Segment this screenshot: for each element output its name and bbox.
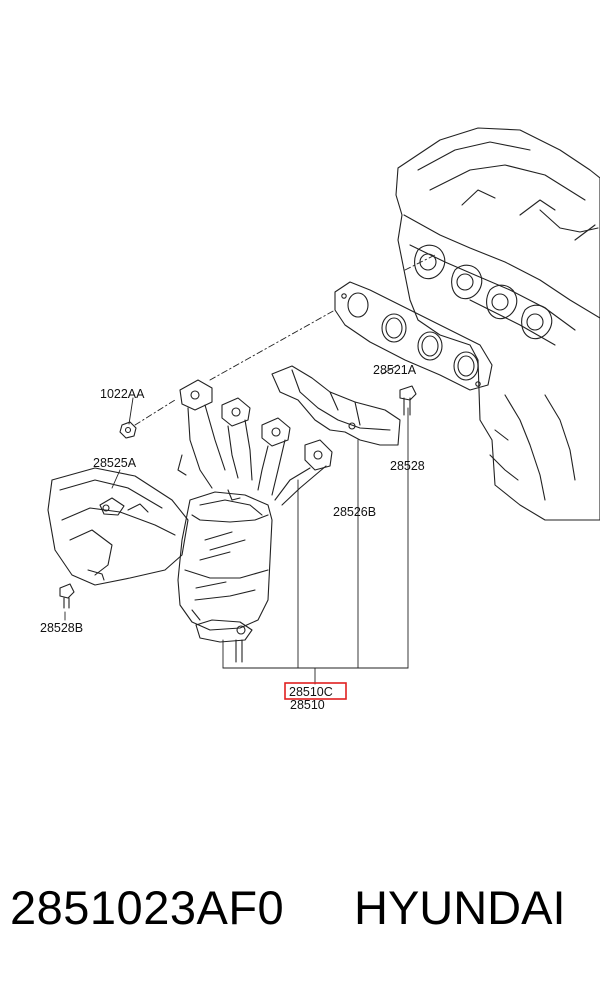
highlight-box bbox=[284, 682, 347, 700]
alignment-lines bbox=[134, 254, 436, 426]
leader-lines bbox=[64, 364, 409, 685]
part-number: 2851023AF0 bbox=[10, 881, 285, 934]
nut bbox=[119, 421, 137, 439]
bolt-left bbox=[59, 583, 75, 609]
label-gasket: 28521A bbox=[373, 363, 417, 377]
bolt-right bbox=[399, 385, 417, 416]
label-assembly: 28510 bbox=[290, 698, 325, 712]
label-bolt-left: 28528B bbox=[40, 621, 83, 635]
label-highlighted-part: 28510C bbox=[289, 685, 333, 699]
label-heat-protector-upper: 28526B bbox=[333, 505, 376, 519]
label-bolt-right: 28528 bbox=[390, 459, 425, 473]
heat-protector-upper bbox=[271, 365, 401, 446]
label-nut: 1022AA bbox=[100, 387, 145, 401]
engine-block-outline bbox=[395, 127, 600, 521]
label-heat-protector-lower: 28525A bbox=[93, 456, 137, 470]
brand-name: HYUNDAI bbox=[354, 881, 566, 934]
manifold-gasket bbox=[334, 281, 493, 391]
exploded-parts-diagram: 1022AA 28525A 28521A 28528 28526B 28528B… bbox=[40, 127, 600, 712]
heat-protector-lower bbox=[47, 467, 189, 586]
exhaust-manifold bbox=[177, 379, 333, 663]
